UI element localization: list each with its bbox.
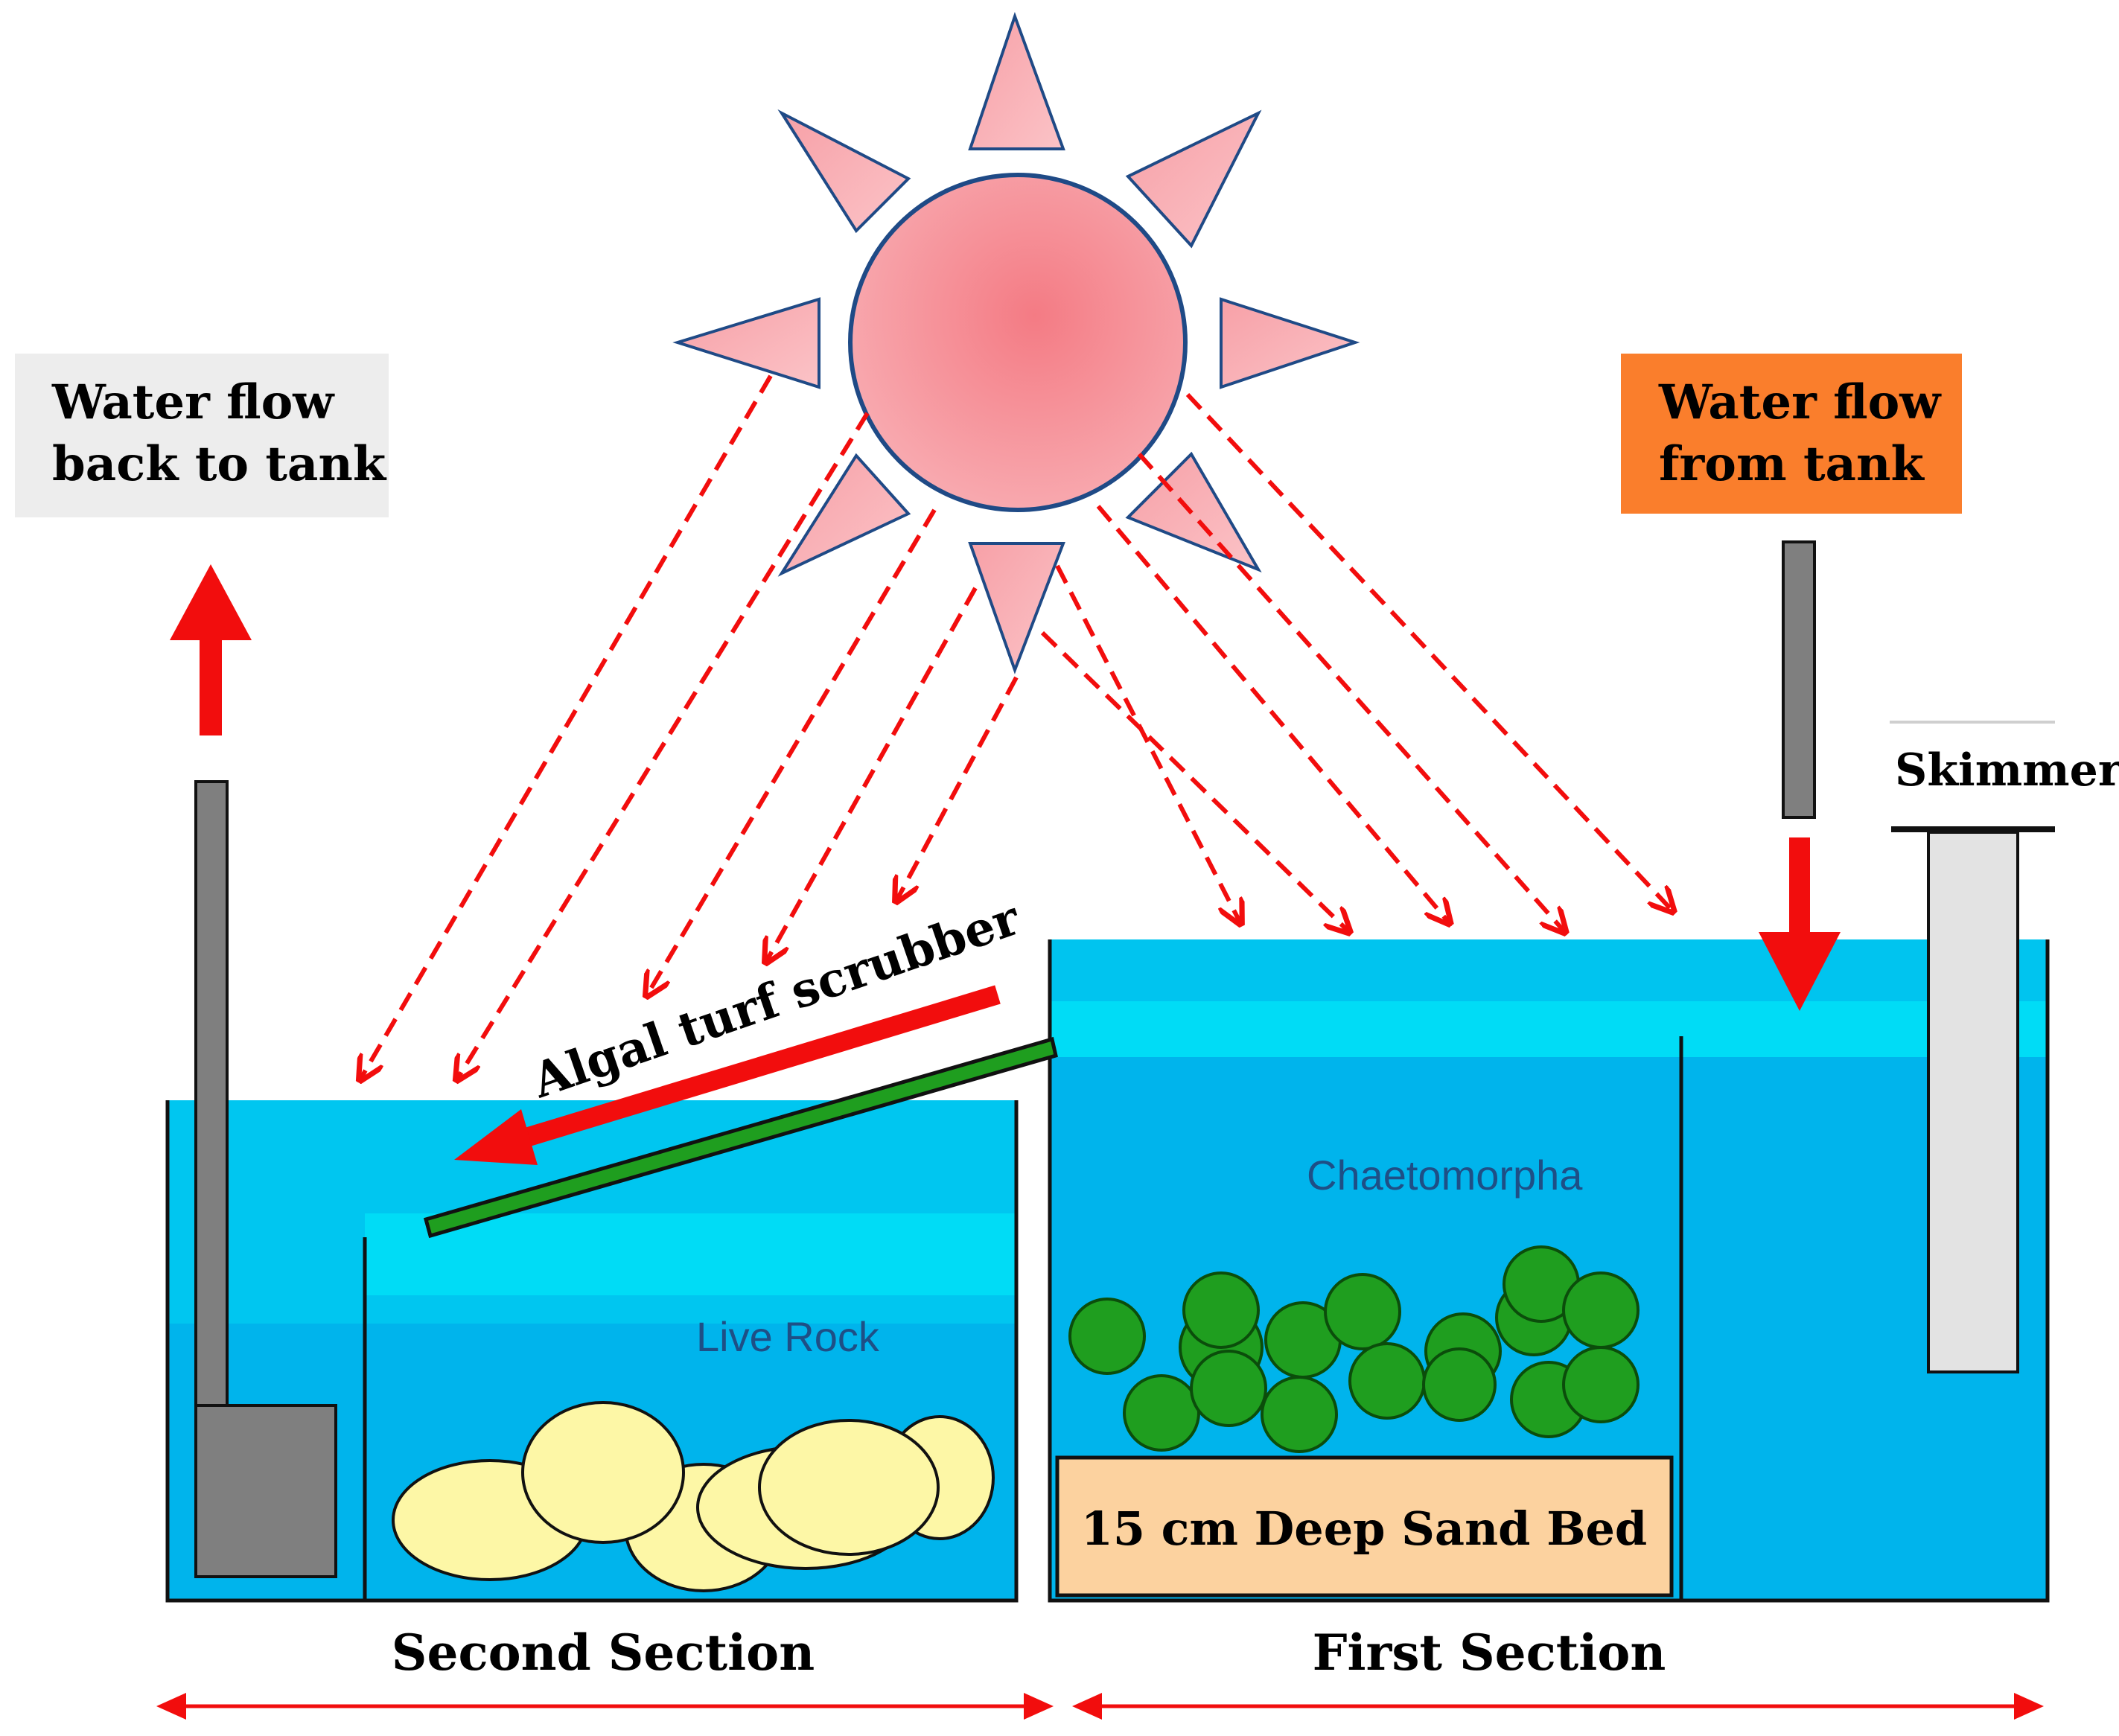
water-flow-back-box: Water flow back to tank [15,354,389,517]
chaetomorpha-balls [1068,1245,1640,1453]
algal-flow-arrow [454,985,1001,1165]
chaetomorpha-label: Chaetomorpha [1307,1152,1583,1199]
first-section-label: First Section [1313,1624,1666,1682]
water-flow-back-line2: back to tank [52,436,387,492]
flow-in-arrow [1759,837,1841,1011]
deep-sand-bed-label: 15 cm Deep Sand Bed [1081,1502,1648,1556]
water-flow-from-line2: from tank [1659,436,1925,492]
return-pump [194,780,337,1578]
water-flow-from-line1: Water flow [1658,374,1942,430]
light-rays [361,374,1672,1078]
water-flow-back-line1: Water flow [51,374,335,430]
svg-text:Water flow from tank: Water flow from tank [1658,374,1957,492]
algal-turf-scrubber-plate [423,1036,1058,1239]
skimmer-label: Skimmer [1895,744,2119,797]
deep-sand-bed [1055,1455,1674,1598]
sun-icon [672,11,1360,674]
second-section-span-arrow [156,1693,1054,1720]
svg-text:Water flow back to tank: Water flow back to tank [51,374,387,492]
first-section-span-arrow [1072,1693,2044,1720]
water-flow-from-box: Water flow from tank [1621,354,1962,514]
live-rock-pile [392,1401,995,1592]
inlet-pipe [1782,540,1816,819]
flow-back-arrow [170,564,252,735]
second-section-label: Second Section [392,1624,815,1682]
live-rock-label: Live Rock [696,1313,880,1360]
skimmer [1890,721,2055,1373]
